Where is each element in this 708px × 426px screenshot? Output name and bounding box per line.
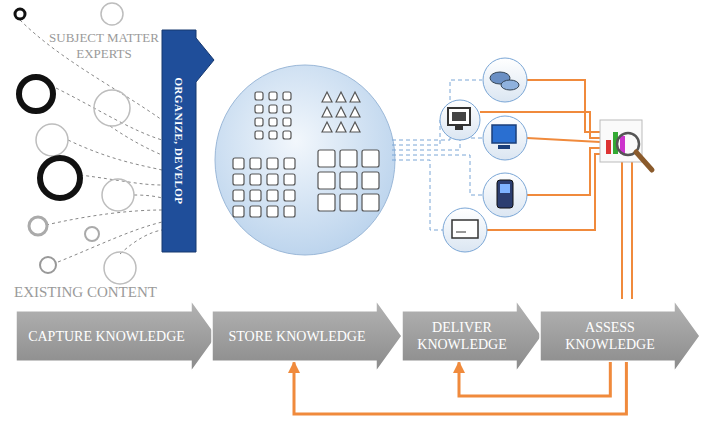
- chevron-outline: [212, 300, 402, 372]
- content-items: [233, 92, 379, 217]
- chevron-outline: [540, 300, 700, 372]
- process-arrow: ORGANIZE, DEVELOP: [162, 30, 214, 252]
- knowledge-store: [215, 65, 395, 255]
- stage-label: ASSESS KNOWLEDGE: [546, 319, 674, 353]
- source-label: EXISTING CONTENT: [14, 283, 214, 301]
- stage-label: CAPTURE KNOWLEDGE: [28, 328, 185, 345]
- stage-chevron: ASSESS KNOWLEDGE: [540, 300, 700, 372]
- stage-chevron: STORE KNOWLEDGE: [212, 300, 402, 372]
- feedback-arrow: [294, 361, 626, 414]
- delivery-devices: [440, 58, 527, 252]
- stage-label: DELIVER KNOWLEDGE: [408, 319, 516, 353]
- chevron-outline: [16, 300, 217, 372]
- source-label: SUBJECT MATTER EXPERTS: [38, 30, 170, 62]
- stage-chevron: CAPTURE KNOWLEDGE: [16, 300, 217, 372]
- chevron-shape: [402, 300, 542, 372]
- chevron-shape: [540, 300, 700, 372]
- stage-label: ORGANIZE, DEVELOP: [173, 77, 185, 204]
- stage-chevron: DELIVER KNOWLEDGE: [402, 300, 542, 372]
- delivery-links: [392, 80, 482, 230]
- arrow-outline: [162, 30, 214, 252]
- stage-label: STORE KNOWLEDGE: [228, 328, 365, 345]
- assessment-links: [480, 80, 632, 299]
- chevron-outline: [402, 300, 542, 372]
- assessment-icon: [600, 120, 652, 170]
- feedback-arrow: [459, 361, 610, 396]
- expert-circles: [15, 3, 162, 284]
- arrow-shape: [162, 30, 214, 252]
